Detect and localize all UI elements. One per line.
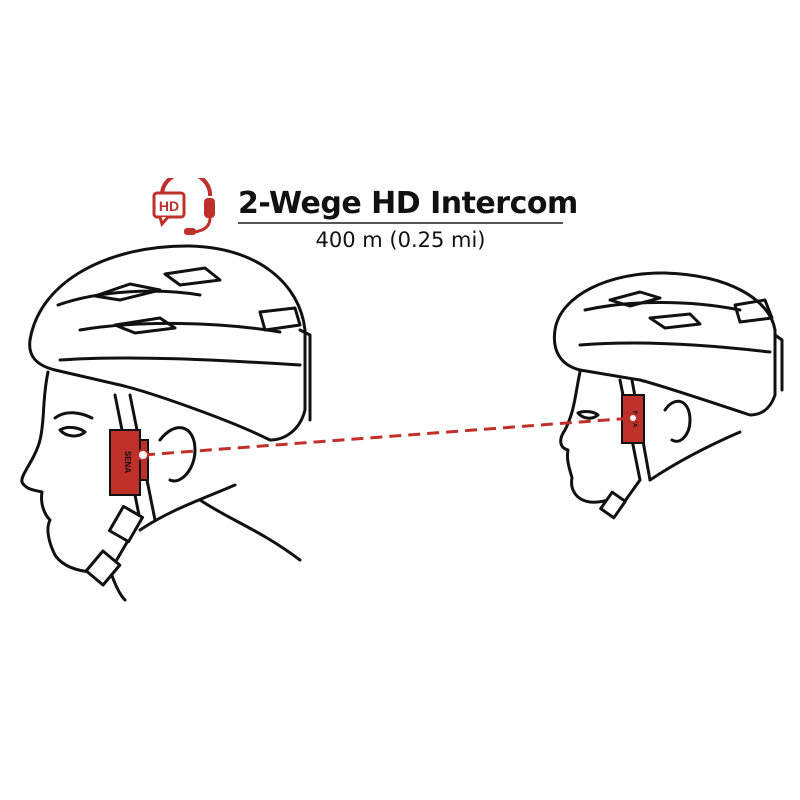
right-link-dot — [628, 413, 638, 423]
svg-text:HD: HD — [159, 198, 179, 214]
feature-title: 2-Wege HD Intercom — [238, 186, 578, 221]
left-sena-device: SENA — [109, 429, 149, 496]
svg-text:SENA: SENA — [123, 451, 132, 473]
range-label: 400 m (0.25 mi) — [315, 228, 486, 252]
left-link-dot — [137, 449, 149, 461]
intercom-link-line — [142, 416, 634, 457]
title-divider — [238, 222, 563, 224]
right-rider — [552, 271, 784, 520]
left-rider — [20, 244, 312, 602]
